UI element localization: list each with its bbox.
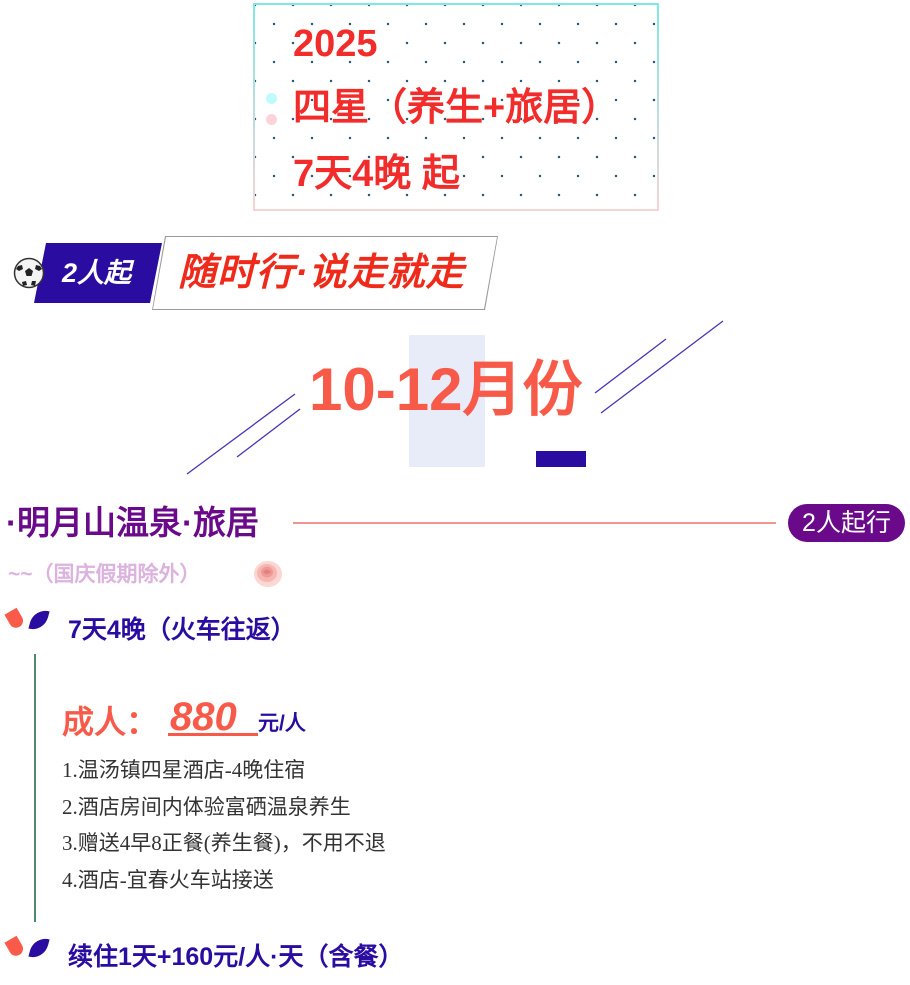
min-group-badge: 2人起行 — [788, 504, 905, 542]
group-size-label: 2人起 — [62, 258, 132, 288]
group-size-tab — [34, 243, 162, 303]
month-accent-bar — [536, 451, 586, 467]
cyan-dot-icon — [266, 93, 277, 104]
destination-title: ·明月山温泉·旅居 — [6, 504, 259, 541]
leaf-blue-icon — [28, 935, 50, 961]
holiday-exclusion-note: ~~（国庆假期除外） — [8, 563, 201, 586]
feature-item: 1.温汤镇四星酒店-4晚住宿 — [62, 758, 306, 782]
hotel-grade-text: 四星（养生+旅居） — [293, 87, 620, 129]
feature-item: 4.酒店-宜春火车站接送 — [62, 867, 274, 892]
rose-icon — [254, 561, 282, 587]
soccer-ball-icon — [13, 257, 45, 289]
price-underline — [168, 733, 258, 736]
feature-item: 3.赠送4早8正餐(养生餐)，不用不退 — [62, 831, 386, 855]
package-title: 7天4晚（火车往返） — [68, 616, 296, 644]
adult-price-value: 880 — [170, 695, 237, 739]
duration-text: 7天4晚 起 — [293, 153, 460, 195]
leaf-red-icon — [4, 935, 26, 959]
month-range-title: 10-12月份 — [309, 356, 583, 423]
title-divider — [293, 522, 776, 524]
price-unit: 元/人 — [258, 712, 306, 735]
slogan-text: 随时行·说走就走 — [178, 252, 465, 294]
feature-item: 2.酒店房间内体验富硒温泉养生 — [62, 794, 351, 819]
package-features-list: 1.温汤镇四星酒店-4晚住宿 2.酒店房间内体验富硒温泉养生 3.赠送4早8正餐… — [62, 752, 386, 898]
leaf-red-icon — [4, 607, 26, 631]
month-highlight-block — [409, 335, 485, 467]
adult-price-label: 成人： — [62, 704, 159, 740]
pink-dot-icon — [266, 114, 277, 125]
timeline-line — [34, 654, 36, 922]
slogan-frame-fill — [153, 237, 497, 309]
extension-title: 续住1天+160元/人·天（含餐） — [68, 943, 404, 971]
year-text: 2025 — [293, 23, 378, 65]
leaf-blue-icon — [28, 607, 50, 633]
